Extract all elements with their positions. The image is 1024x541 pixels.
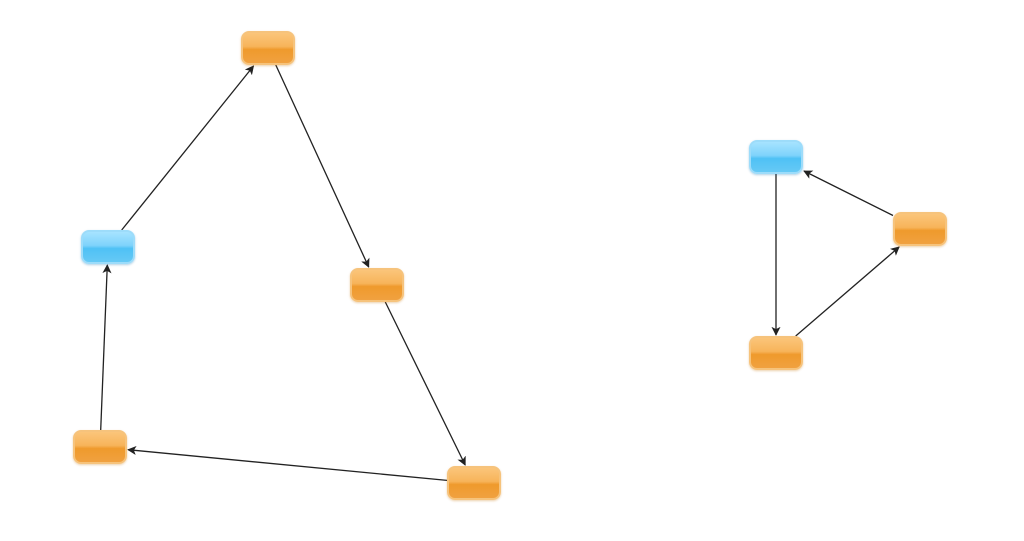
node-f2[interactable] [749, 140, 803, 174]
edge-d1-to-e1 [127, 445, 448, 482]
node-a1[interactable] [241, 31, 295, 65]
node-c1[interactable] [350, 268, 404, 302]
edge-a1-to-c1 [275, 64, 370, 268]
edge-b1-to-a1 [121, 65, 255, 231]
edge-e1-to-b1 [100, 264, 112, 431]
node-b1[interactable] [81, 230, 135, 264]
node-e1[interactable] [73, 430, 127, 464]
node-d1[interactable] [447, 466, 501, 500]
edge-h2-to-g2 [795, 246, 900, 337]
node-h2[interactable] [749, 336, 803, 370]
node-g2[interactable] [893, 212, 947, 246]
edge-g2-to-f2 [803, 170, 894, 217]
edge-c1-to-d1 [384, 301, 466, 466]
